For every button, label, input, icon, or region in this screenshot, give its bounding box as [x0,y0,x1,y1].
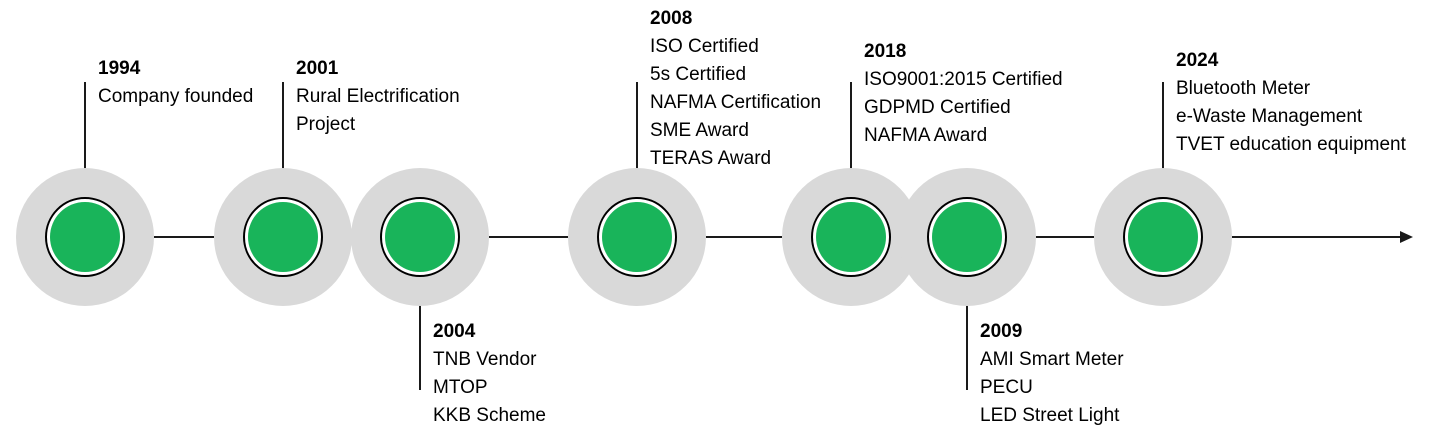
milestone-item: MTOP [433,377,488,398]
milestone-item: Project [296,114,356,135]
milestone-item: ISO9001:2015 Certified [864,69,1063,90]
milestone-year: 2001 [296,58,339,79]
milestone-connector [636,82,638,197]
milestone-connector [1162,82,1164,197]
milestone-connector [850,82,852,197]
timeline-axis-segment [1036,236,1094,238]
milestone-dot [602,202,672,272]
milestone-dot [385,202,455,272]
timeline-axis-segment [154,236,214,238]
milestone-year: 2008 [650,8,693,29]
milestone-dot [1128,202,1198,272]
milestone-item: NAFMA Award [864,125,988,146]
milestone-item: AMI Smart Meter [980,349,1124,370]
milestone-item: 5s Certified [650,64,747,85]
milestone-item: SME Award [650,120,749,141]
milestone-item: GDPMD Certified [864,97,1011,118]
milestone-connector [84,82,86,197]
milestone-item: e-Waste Management [1176,106,1363,127]
milestone-item: Bluetooth Meter [1176,78,1311,99]
milestone-item: LED Street Light [980,405,1120,426]
timeline-axis-segment [706,236,782,238]
milestone-item: TERAS Award [650,148,772,169]
milestone-item: TVET education equipment [1176,134,1406,155]
milestone-year: 2024 [1176,50,1219,71]
milestone-dot [816,202,886,272]
milestone-item: NAFMA Certification [650,92,822,113]
milestone-item: PECU [980,377,1033,398]
milestone-item: ISO Certified [650,36,759,57]
milestone-item: KKB Scheme [433,405,546,426]
milestone-item: TNB Vendor [433,349,537,370]
milestone-year: 2018 [864,41,907,62]
milestone-item: Company founded [98,86,254,107]
milestone-year: 2009 [980,321,1023,342]
milestone-dot [50,202,120,272]
milestone-item: Rural Electrification [296,86,460,107]
timeline-arrowhead [1400,231,1413,243]
milestone-connector [282,82,284,197]
timeline-axis-segment [489,236,568,238]
milestone-year: 2004 [433,321,476,342]
milestone-dot [248,202,318,272]
milestone-connector [419,277,421,390]
milestone-connector [966,277,968,390]
milestone-year: 1994 [98,58,141,79]
timeline-axis-segment [1232,236,1402,238]
milestone-dot [932,202,1002,272]
